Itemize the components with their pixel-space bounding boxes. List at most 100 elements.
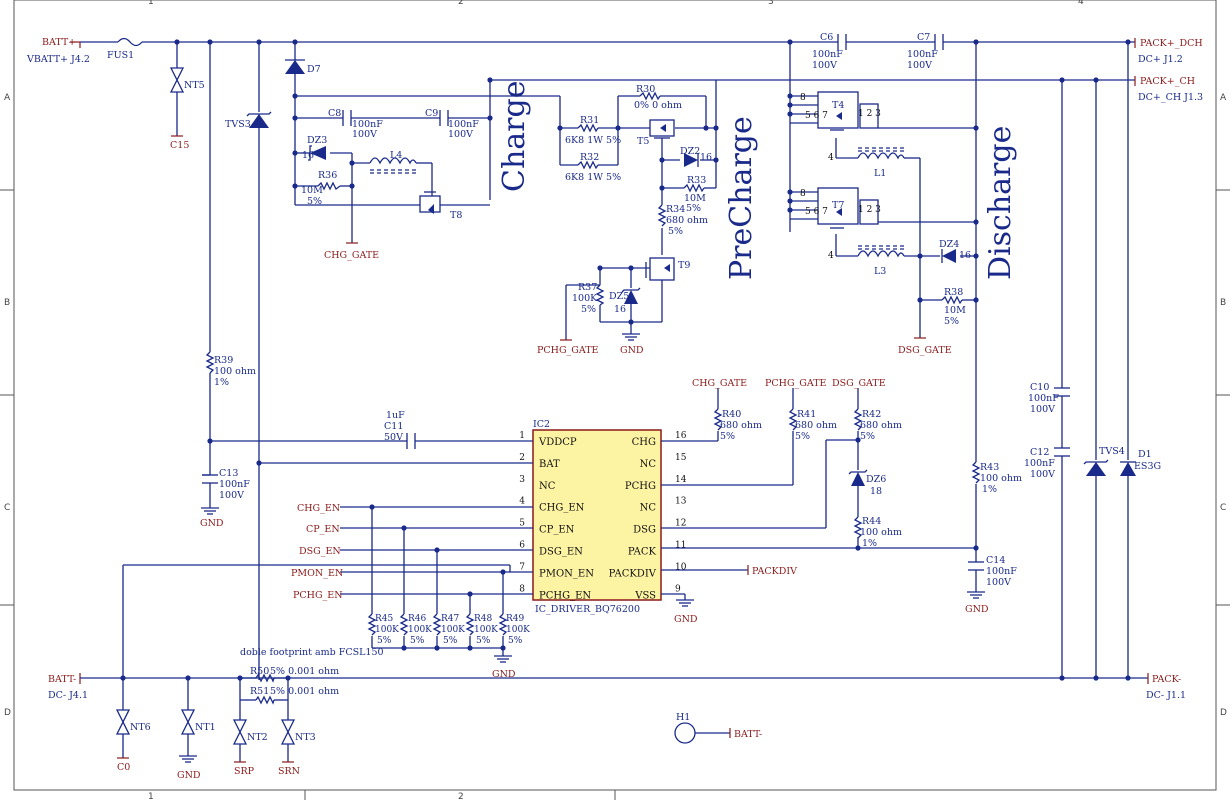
row-label-c-right: C xyxy=(1220,503,1226,513)
pack-dch-port: PACK+_DCH xyxy=(1140,38,1203,49)
r47-tolerance: 5% xyxy=(443,636,458,646)
dz2-zener xyxy=(684,153,699,167)
row-label-b: B xyxy=(4,298,10,308)
c7-ref: C7 xyxy=(917,32,930,43)
ic2-pin-name-6: DSG_EN xyxy=(539,547,583,558)
r39-resistor xyxy=(205,42,215,475)
r49-value: 100K xyxy=(506,625,530,635)
tvs4-diode xyxy=(1083,459,1109,476)
pmon-en-port: PMON_EN xyxy=(291,568,343,579)
col-label-2-bottom: 2 xyxy=(458,792,464,800)
t4-pin-4: 4 xyxy=(828,153,834,163)
r43-value: 100 ohm xyxy=(980,473,1022,484)
pack-ch-port: PACK+_CH xyxy=(1140,76,1195,87)
r50-value: 5% 0.001 ohm xyxy=(270,666,339,677)
r32-ref: R32 xyxy=(580,152,599,163)
t4-mosfet: 8 5 6 7 1 2 3 4 xyxy=(800,91,881,163)
t7-pin-123: 1 2 3 xyxy=(858,205,881,215)
gnd-symbol-pulldowns xyxy=(493,655,513,663)
chg-en-port: CHG_EN xyxy=(297,503,340,514)
col-label-4: 4 xyxy=(1078,0,1084,7)
r49-ref: R49 xyxy=(506,614,525,624)
ic2-pin-name-8: PCHG_EN xyxy=(539,590,591,601)
row-label-d: D xyxy=(4,708,11,718)
ic2-pin-num-10: 10 xyxy=(675,562,687,572)
t4-label: T4 xyxy=(832,100,844,111)
r39-value: 100 ohm xyxy=(214,366,256,377)
r42-value: 680 ohm xyxy=(860,420,902,431)
ic2-pin-num-6: 6 xyxy=(519,541,525,551)
c0-port: C0 xyxy=(117,762,130,773)
fus1-label: FUS1 xyxy=(107,50,134,61)
r36-tolerance: 5% xyxy=(307,196,322,207)
r33-ref: R33 xyxy=(687,175,706,186)
precharge-section-title: PreCharge xyxy=(724,116,759,280)
shunt-note: doble footprint amb FCSL150 xyxy=(240,647,384,658)
srp-port: SRP xyxy=(234,766,255,777)
d1-value: ES3G xyxy=(1134,461,1161,472)
c7-voltage: 100V xyxy=(907,60,932,71)
dz5-zener xyxy=(621,287,641,304)
c11-value: 1uF xyxy=(386,410,405,421)
r51-resistor xyxy=(255,695,275,705)
nt6-label: NT6 xyxy=(130,722,151,733)
c8-value: 100nF xyxy=(352,119,383,130)
t8-label: T8 xyxy=(450,210,462,221)
r38-ref: R38 xyxy=(944,287,963,298)
c13-ref: C13 xyxy=(219,468,238,479)
dz3-value: 16 xyxy=(302,150,314,161)
r46-ref: R46 xyxy=(408,614,427,624)
dz3-ref: DZ3 xyxy=(307,135,327,146)
col-label-1-bottom: 1 xyxy=(148,792,154,800)
dz6-ref: DZ6 xyxy=(866,474,886,485)
r47-ref: R47 xyxy=(441,614,460,624)
d7-label: D7 xyxy=(307,64,321,75)
packdiv-port: PACKDIV xyxy=(752,566,797,577)
r41-value: 680 ohm xyxy=(795,420,837,431)
r40-value: 680 ohm xyxy=(720,420,762,431)
r45-tolerance: 5% xyxy=(377,636,392,646)
discharge-section-title: Discharge xyxy=(983,126,1018,280)
r39-ref: R39 xyxy=(214,355,233,366)
gate-resistors xyxy=(713,408,981,539)
r40-tolerance: 5% xyxy=(720,431,735,442)
nt2-label: NT2 xyxy=(247,732,268,743)
r42-tolerance: 5% xyxy=(860,431,875,442)
r46-tolerance: 5% xyxy=(410,636,425,646)
c8-capacitor xyxy=(342,110,352,126)
row-label-a-right: A xyxy=(1220,93,1227,103)
r33-resistor xyxy=(683,183,705,193)
c14-ref: C14 xyxy=(986,555,1005,566)
t4-pin-123: 1 2 3 xyxy=(858,109,881,119)
ic2-pins: 1VDDCP2BAT3NC4CHG_EN5CP_EN6DSG_EN7PMON_E… xyxy=(519,431,686,601)
r31-ref: R31 xyxy=(580,115,599,126)
c6-ref: C6 xyxy=(820,32,833,43)
t7-pin-8: 8 xyxy=(800,189,806,199)
pchg-en-port: PCHG_EN xyxy=(293,590,343,601)
t7-mosfet: 8 5 6 7 1 2 3 4 xyxy=(800,187,881,261)
pulldown-resistors xyxy=(367,613,508,636)
gnd-symbol-ic-vss xyxy=(675,599,695,607)
c9-voltage: 100V xyxy=(448,129,473,140)
r44-ref: R44 xyxy=(862,516,881,527)
ic2-pin-name-12: DSG xyxy=(633,525,656,536)
c14-value: 100nF xyxy=(986,566,1017,577)
gnd-net-nt1: GND xyxy=(177,770,201,781)
l3-inductor xyxy=(857,245,905,258)
ic2-pin-name-1: VDDCP xyxy=(538,437,577,448)
t7-label: T7 xyxy=(832,200,844,211)
charge-wiring xyxy=(295,95,560,243)
c9-capacitor xyxy=(439,110,449,126)
r40-ref: R40 xyxy=(722,409,741,420)
row-label-b-right: B xyxy=(1220,298,1226,308)
nt6-net-tie xyxy=(115,709,131,759)
r33-value: 10M xyxy=(684,193,706,204)
ic2-left-wiring xyxy=(202,440,533,656)
c13-value: 100nF xyxy=(219,479,250,490)
batt-minus-port: BATT- xyxy=(48,674,76,685)
r46-value: 100K xyxy=(408,625,432,635)
nt1-label: NT1 xyxy=(195,722,216,733)
t7-pin-567: 5 6 7 xyxy=(805,207,828,217)
